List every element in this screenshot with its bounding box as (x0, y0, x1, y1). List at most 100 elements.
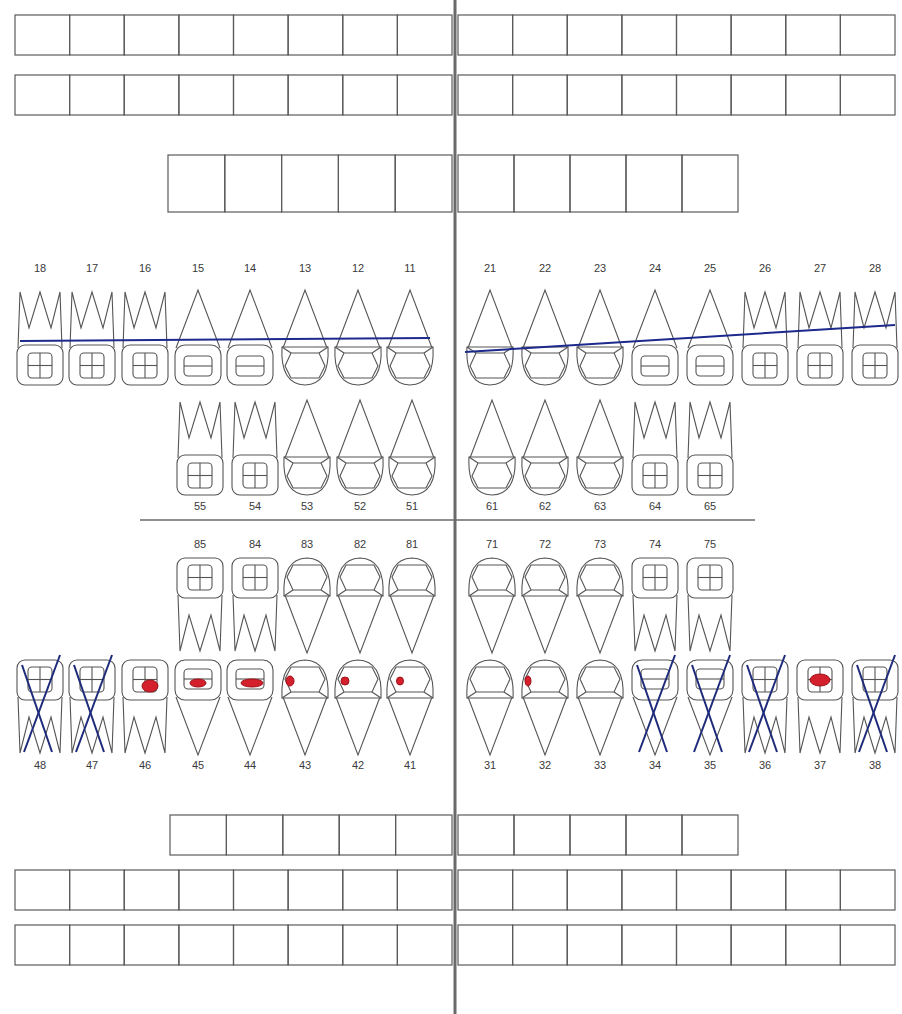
tooth-number: 26 (757, 262, 773, 275)
tooth-number: 74 (647, 538, 663, 551)
missing-mark (857, 665, 887, 752)
tooth (742, 292, 788, 385)
tooth (577, 660, 623, 755)
chart-box (840, 925, 895, 965)
chart-box (124, 870, 179, 910)
chart-box (567, 870, 622, 910)
chart-box (397, 925, 452, 965)
tooth-number: 38 (867, 759, 883, 772)
tooth (467, 290, 513, 385)
chart-box (677, 925, 732, 965)
tooth-number: 33 (592, 759, 608, 772)
chart-box (343, 870, 398, 910)
chart-box (458, 925, 513, 965)
chart-box (677, 15, 732, 55)
chart-box (70, 75, 125, 115)
chart-box (458, 75, 513, 115)
chart-box (15, 870, 70, 910)
chart-box (626, 815, 682, 855)
tooth-number: 11 (402, 262, 417, 275)
chart-box (731, 15, 786, 55)
tooth (467, 660, 513, 755)
tooth (632, 402, 678, 495)
tooth-number: 85 (192, 538, 208, 551)
tooth-number: 12 (350, 262, 366, 275)
tooth (232, 402, 278, 495)
chart-box (15, 15, 70, 55)
chart-box (288, 75, 343, 115)
chart-box (288, 15, 343, 55)
tooth (389, 400, 435, 495)
tooth (632, 558, 678, 651)
tooth-number: 27 (812, 262, 828, 275)
tooth (852, 292, 898, 385)
chart-box (458, 15, 513, 55)
caries-mark (241, 679, 263, 687)
tooth-number: 35 (702, 759, 718, 772)
chart-box (786, 925, 841, 965)
tooth-number: 36 (757, 759, 773, 772)
tooth-number: 75 (702, 538, 718, 551)
chart-box (343, 75, 398, 115)
chart-box (567, 75, 622, 115)
tooth-number: 62 (537, 500, 553, 513)
tooth (284, 558, 330, 653)
chart-box (397, 870, 452, 910)
chart-box (622, 75, 677, 115)
tooth-number: 32 (537, 759, 553, 772)
chart-box (343, 925, 398, 965)
missing-mark (692, 665, 722, 752)
chart-box (622, 15, 677, 55)
chart-box (458, 155, 514, 212)
chart-box (395, 155, 452, 212)
chart-box (458, 815, 514, 855)
chart-box (513, 75, 568, 115)
tooth (227, 660, 273, 755)
caries-mark (810, 674, 830, 686)
caries-mark (341, 677, 349, 685)
tooth-number: 42 (350, 759, 366, 772)
tooth-number: 15 (190, 262, 206, 275)
chart-box (234, 75, 289, 115)
tooth (175, 660, 221, 755)
tooth-number: 61 (484, 500, 500, 513)
chart-box (397, 75, 452, 115)
chart-box (622, 925, 677, 965)
chart-box (339, 815, 395, 855)
tooth-number: 71 (484, 538, 500, 551)
chart-box (513, 925, 568, 965)
chart-box (124, 75, 179, 115)
chart-box (567, 925, 622, 965)
tooth (337, 400, 383, 495)
caries-mark (397, 677, 404, 685)
tooth-number: 31 (482, 759, 498, 772)
missing-mark (694, 655, 730, 752)
chart-box (179, 15, 234, 55)
tooth-number: 43 (297, 759, 313, 772)
chart-box (840, 75, 895, 115)
chart-box (570, 155, 626, 212)
chart-box (567, 15, 622, 55)
chart-box (288, 925, 343, 965)
tooth (522, 400, 568, 495)
tooth (282, 660, 328, 755)
chart-box (70, 925, 125, 965)
tooth-number: 84 (247, 538, 263, 551)
tooth (175, 290, 221, 385)
tooth (522, 290, 568, 385)
tooth-number: 47 (84, 759, 100, 772)
chart-box (234, 925, 289, 965)
tooth (797, 292, 843, 385)
missing-mark (639, 655, 675, 752)
chart-box (513, 15, 568, 55)
tooth (122, 292, 168, 385)
chart-box (288, 870, 343, 910)
chart-box (234, 15, 289, 55)
chart-box (840, 15, 895, 55)
tooth (387, 660, 433, 755)
tooth-number: 28 (867, 262, 883, 275)
tooth (177, 402, 223, 495)
missing-mark (637, 665, 667, 752)
chart-box (570, 815, 626, 855)
chart-box (682, 155, 738, 212)
